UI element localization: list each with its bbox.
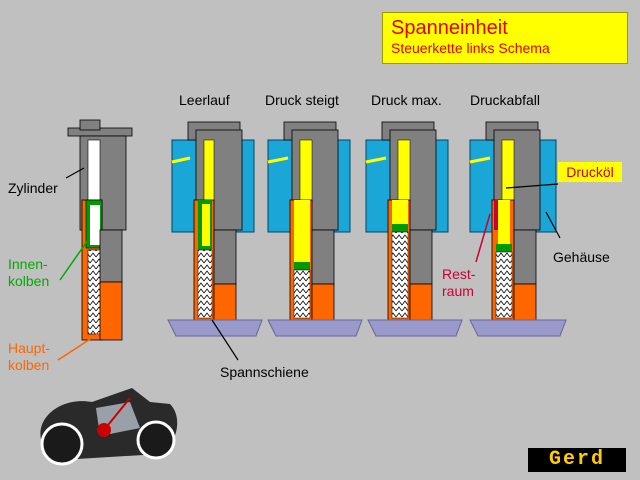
annotation-arrows <box>57 167 561 361</box>
label-zylinder: Zylinder <box>8 180 58 196</box>
tensioner-druck-steigt <box>267 121 351 321</box>
stage-label-leerlauf: Leerlauf <box>179 92 230 108</box>
stage-label-druck-max: Druck max. <box>371 92 442 108</box>
title-box: Spanneinheit Steuerkette links Schema <box>382 12 628 64</box>
gerd-logo: Gerd <box>528 448 626 472</box>
label-hauptkolben: Haupt- kolben <box>8 340 51 373</box>
label-innenkolben: Innen- kolben <box>8 256 50 289</box>
stage-label-druckabfall: Druckabfall <box>470 92 541 108</box>
tensioner-druckabfall <box>469 121 557 321</box>
stage-label-druck-steigt: Druck steigt <box>265 92 339 108</box>
diagram-title: Spanneinheit <box>391 17 508 39</box>
tensioner-druck-max <box>365 121 449 321</box>
label-spannschiene: Spannschiene <box>220 364 309 380</box>
label-druckoel: Drucköl <box>558 162 622 182</box>
label-restraum: Rest- raum <box>442 266 476 299</box>
label-gehaeuse: Gehäuse <box>553 249 610 265</box>
tensioning-rails <box>167 319 567 337</box>
tensioner-leerlauf <box>171 121 255 321</box>
diagram-subtitle: Steuerkette links Schema <box>391 40 550 56</box>
reference-tensioner <box>67 119 133 341</box>
motorcycle-picture <box>40 388 178 466</box>
